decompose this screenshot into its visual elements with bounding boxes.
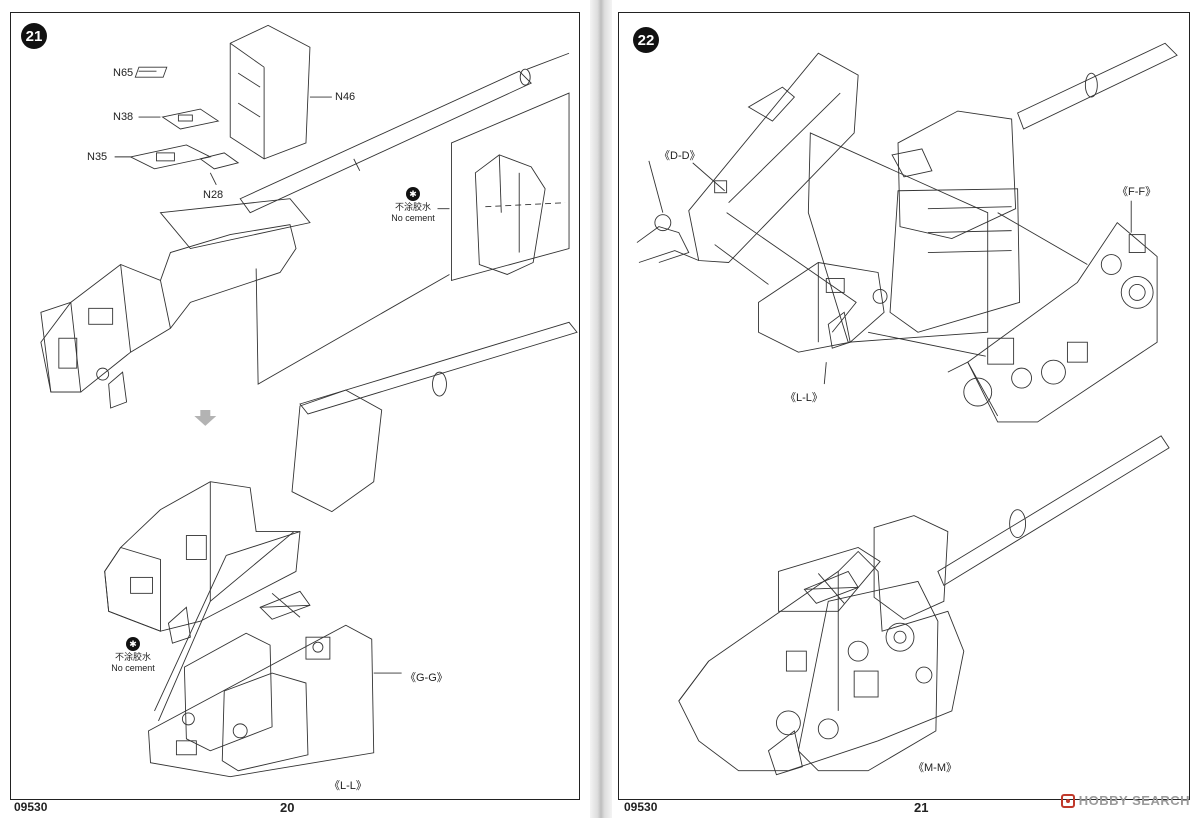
no-cement-zh: 不涂胶水 — [114, 652, 151, 662]
catalog-number-left: 09530 — [14, 800, 48, 814]
step-22-panel: 22 — [618, 12, 1190, 800]
no-cement-zh: 不涂胶水 — [394, 202, 431, 212]
view-label-mm: 《M-M》 — [913, 762, 957, 774]
step-21-badge: 21 — [21, 23, 47, 49]
page-number-right: 21 — [914, 800, 929, 815]
no-cement-icon: ✱ — [406, 187, 420, 201]
view-label-ll: 《L-L》 — [785, 392, 823, 404]
no-cement-en: No cement — [391, 213, 435, 223]
catalog-number-right: 09530 — [624, 800, 658, 814]
step-21-illustration — [40, 24, 578, 778]
part-label-n35: N35 — [87, 151, 108, 163]
view-label-dd: 《D-D》 — [659, 150, 701, 162]
watermark-text: HOBBY SEARCH — [1078, 793, 1190, 808]
part-label-n38: N38 — [113, 111, 134, 123]
hobby-search-watermark: HOBBY SEARCH — [1060, 793, 1190, 808]
no-cement-icon: ✱ — [126, 637, 140, 651]
hobby-search-logo-icon — [1060, 793, 1075, 808]
part-label-n65: N65 — [113, 67, 134, 79]
part-label-n28: N28 — [203, 189, 224, 201]
view-label-gg: 《G-G》 — [405, 672, 448, 684]
no-cement-note-top: ✱ 不涂胶水 No cement — [383, 187, 443, 224]
no-cement-note-bottom: ✱ 不涂胶水 No cement — [103, 637, 163, 674]
no-cement-en: No cement — [111, 663, 155, 673]
step-22-badge: 22 — [633, 27, 659, 53]
step-21-panel: 21 — [10, 12, 580, 800]
view-label-ll: 《L-L》 — [329, 780, 367, 792]
step-22-illustration — [636, 42, 1178, 776]
view-label-ff: 《F-F》 — [1117, 186, 1157, 198]
page-number-left: 20 — [280, 800, 295, 815]
part-label-n46: N46 — [335, 91, 356, 103]
page-gutter — [590, 0, 612, 818]
